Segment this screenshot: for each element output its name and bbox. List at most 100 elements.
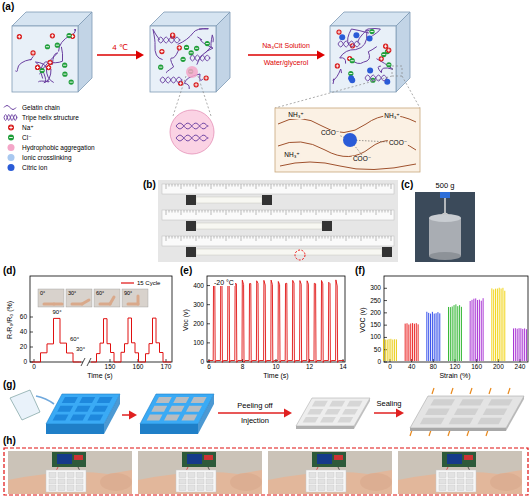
tick — [207, 285, 210, 286]
circuit-board — [312, 452, 346, 467]
tick — [207, 362, 210, 363]
label: 0 — [200, 359, 204, 366]
cube-front — [150, 26, 216, 92]
voltage-bar — [470, 301, 471, 361]
key-cell — [327, 473, 334, 478]
cl-ion — [62, 72, 67, 77]
hand — [230, 473, 262, 491]
label: COO⁻ — [352, 156, 372, 163]
label: (e) — [180, 266, 192, 276]
voltage-bar — [392, 340, 393, 361]
ruler-tick — [349, 210, 350, 213]
key-cell — [309, 486, 316, 491]
mold-cavity — [342, 409, 358, 415]
inset-photo — [94, 289, 120, 307]
tick — [411, 359, 412, 362]
label: Voc (v) — [182, 309, 189, 331]
voltage-bar — [434, 314, 435, 361]
mold-cavity — [151, 406, 167, 412]
minus-mark — [63, 74, 66, 75]
mold-cavity — [173, 397, 189, 403]
keypad-device — [306, 470, 346, 492]
label: 120 — [450, 364, 461, 371]
key-cell — [67, 479, 74, 484]
ruler-tick — [340, 184, 341, 187]
voltage-bar — [524, 328, 525, 361]
key-cell — [179, 479, 186, 484]
ruler-tick — [190, 236, 191, 239]
ruler-tick — [301, 210, 302, 215]
ruler-tick — [373, 210, 374, 213]
ruler-tick — [214, 210, 215, 213]
voltage-bar — [502, 288, 503, 361]
ruler-tick — [193, 184, 194, 187]
plus-mark — [179, 46, 180, 49]
label: 6 — [207, 364, 211, 371]
ruler-tick — [172, 210, 173, 213]
inset-photo — [122, 289, 148, 307]
ruler-tick — [316, 210, 317, 215]
ruler-tick — [205, 210, 206, 213]
label: NH₃⁺ — [283, 152, 300, 159]
ruler-tick — [322, 184, 323, 187]
plus-mark — [161, 50, 162, 53]
clamp — [186, 247, 196, 257]
na-ion — [30, 50, 35, 55]
ruler-tick — [208, 210, 209, 213]
ruler-tick — [313, 210, 314, 213]
ruler-tick — [259, 210, 260, 213]
voltage-bar — [396, 339, 397, 361]
na-ion — [194, 82, 199, 87]
key-cell — [58, 486, 65, 491]
minus-mark — [159, 67, 162, 68]
label: Na₃Cit Solution — [262, 42, 310, 49]
ruler-tick — [169, 236, 170, 239]
ruler-tick — [181, 184, 182, 189]
voltage-bar — [501, 289, 502, 361]
ruler-tick — [259, 236, 260, 239]
legend-text: Citric ion — [22, 164, 47, 171]
key-cell — [188, 479, 195, 484]
ruler-tick — [169, 210, 170, 213]
cl-ion — [55, 43, 60, 48]
na-ion — [50, 33, 55, 38]
label: (d) — [3, 266, 16, 276]
tick — [384, 288, 387, 289]
ruler-tick — [196, 210, 197, 215]
na-ion — [170, 32, 175, 37]
triple-helix — [4, 115, 17, 121]
ruler-tick — [166, 184, 167, 189]
gelatin-chain — [41, 47, 63, 79]
label: 12 — [306, 364, 313, 371]
label: (b) — [143, 180, 156, 190]
key-cell — [318, 486, 325, 491]
ruler-tick — [232, 184, 233, 187]
label: Injection — [241, 417, 269, 425]
data-curve — [91, 318, 171, 362]
voltage-bar — [473, 299, 474, 361]
ruler-tick — [385, 210, 386, 213]
mold-cavity — [75, 406, 91, 412]
ruler-tick — [190, 184, 191, 187]
plus-mark — [72, 35, 73, 38]
cl-ion — [369, 29, 374, 34]
ruler-tick — [178, 210, 179, 213]
triple-helix — [160, 77, 182, 83]
label: (f) — [355, 266, 365, 276]
key-cell — [76, 479, 83, 484]
arrow — [97, 54, 138, 56]
label: 150 — [105, 364, 116, 371]
ruler-tick — [232, 210, 233, 213]
minus-mark — [349, 73, 352, 74]
cl-ion — [69, 80, 74, 85]
tick — [520, 359, 521, 362]
mold-cavity — [325, 409, 341, 415]
gelatin-chain — [42, 53, 58, 81]
clip — [440, 192, 450, 198]
data-curve — [208, 280, 344, 363]
keypad-device — [176, 470, 216, 492]
ruler-tick — [166, 236, 167, 241]
label: 4 ℃ — [112, 44, 128, 52]
voltage-bar — [426, 312, 427, 361]
ruler-tick — [319, 236, 320, 239]
